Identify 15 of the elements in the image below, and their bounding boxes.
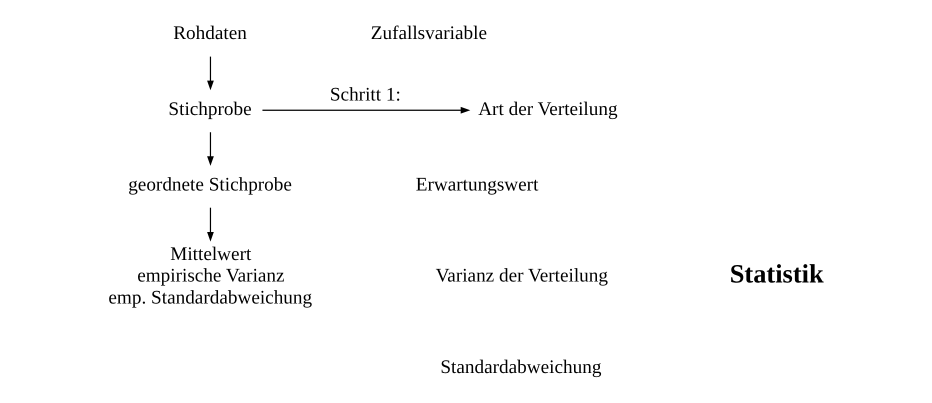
arrow [206,208,214,242]
node-text: Varianz der Verteilung [435,266,608,287]
arrow [206,132,214,166]
arrow [262,106,470,114]
arrow [206,56,214,90]
node-text: Mittelwert empirische Varianz emp. Standardabweichung [108,244,312,308]
node-text: Art der Verteilung [478,98,618,120]
node-text: Rohdaten [172,23,246,44]
node-text: Stichprobe [168,98,252,120]
node-text: Zufallsvariable [370,23,486,44]
node-text: Standardabweichung [440,356,601,378]
edge-label: Schritt 1: [329,84,400,106]
node-text: Erwartungswert [415,174,538,196]
label: Statistik [729,258,824,289]
node-text: geordnete Stichprobe [128,174,292,196]
